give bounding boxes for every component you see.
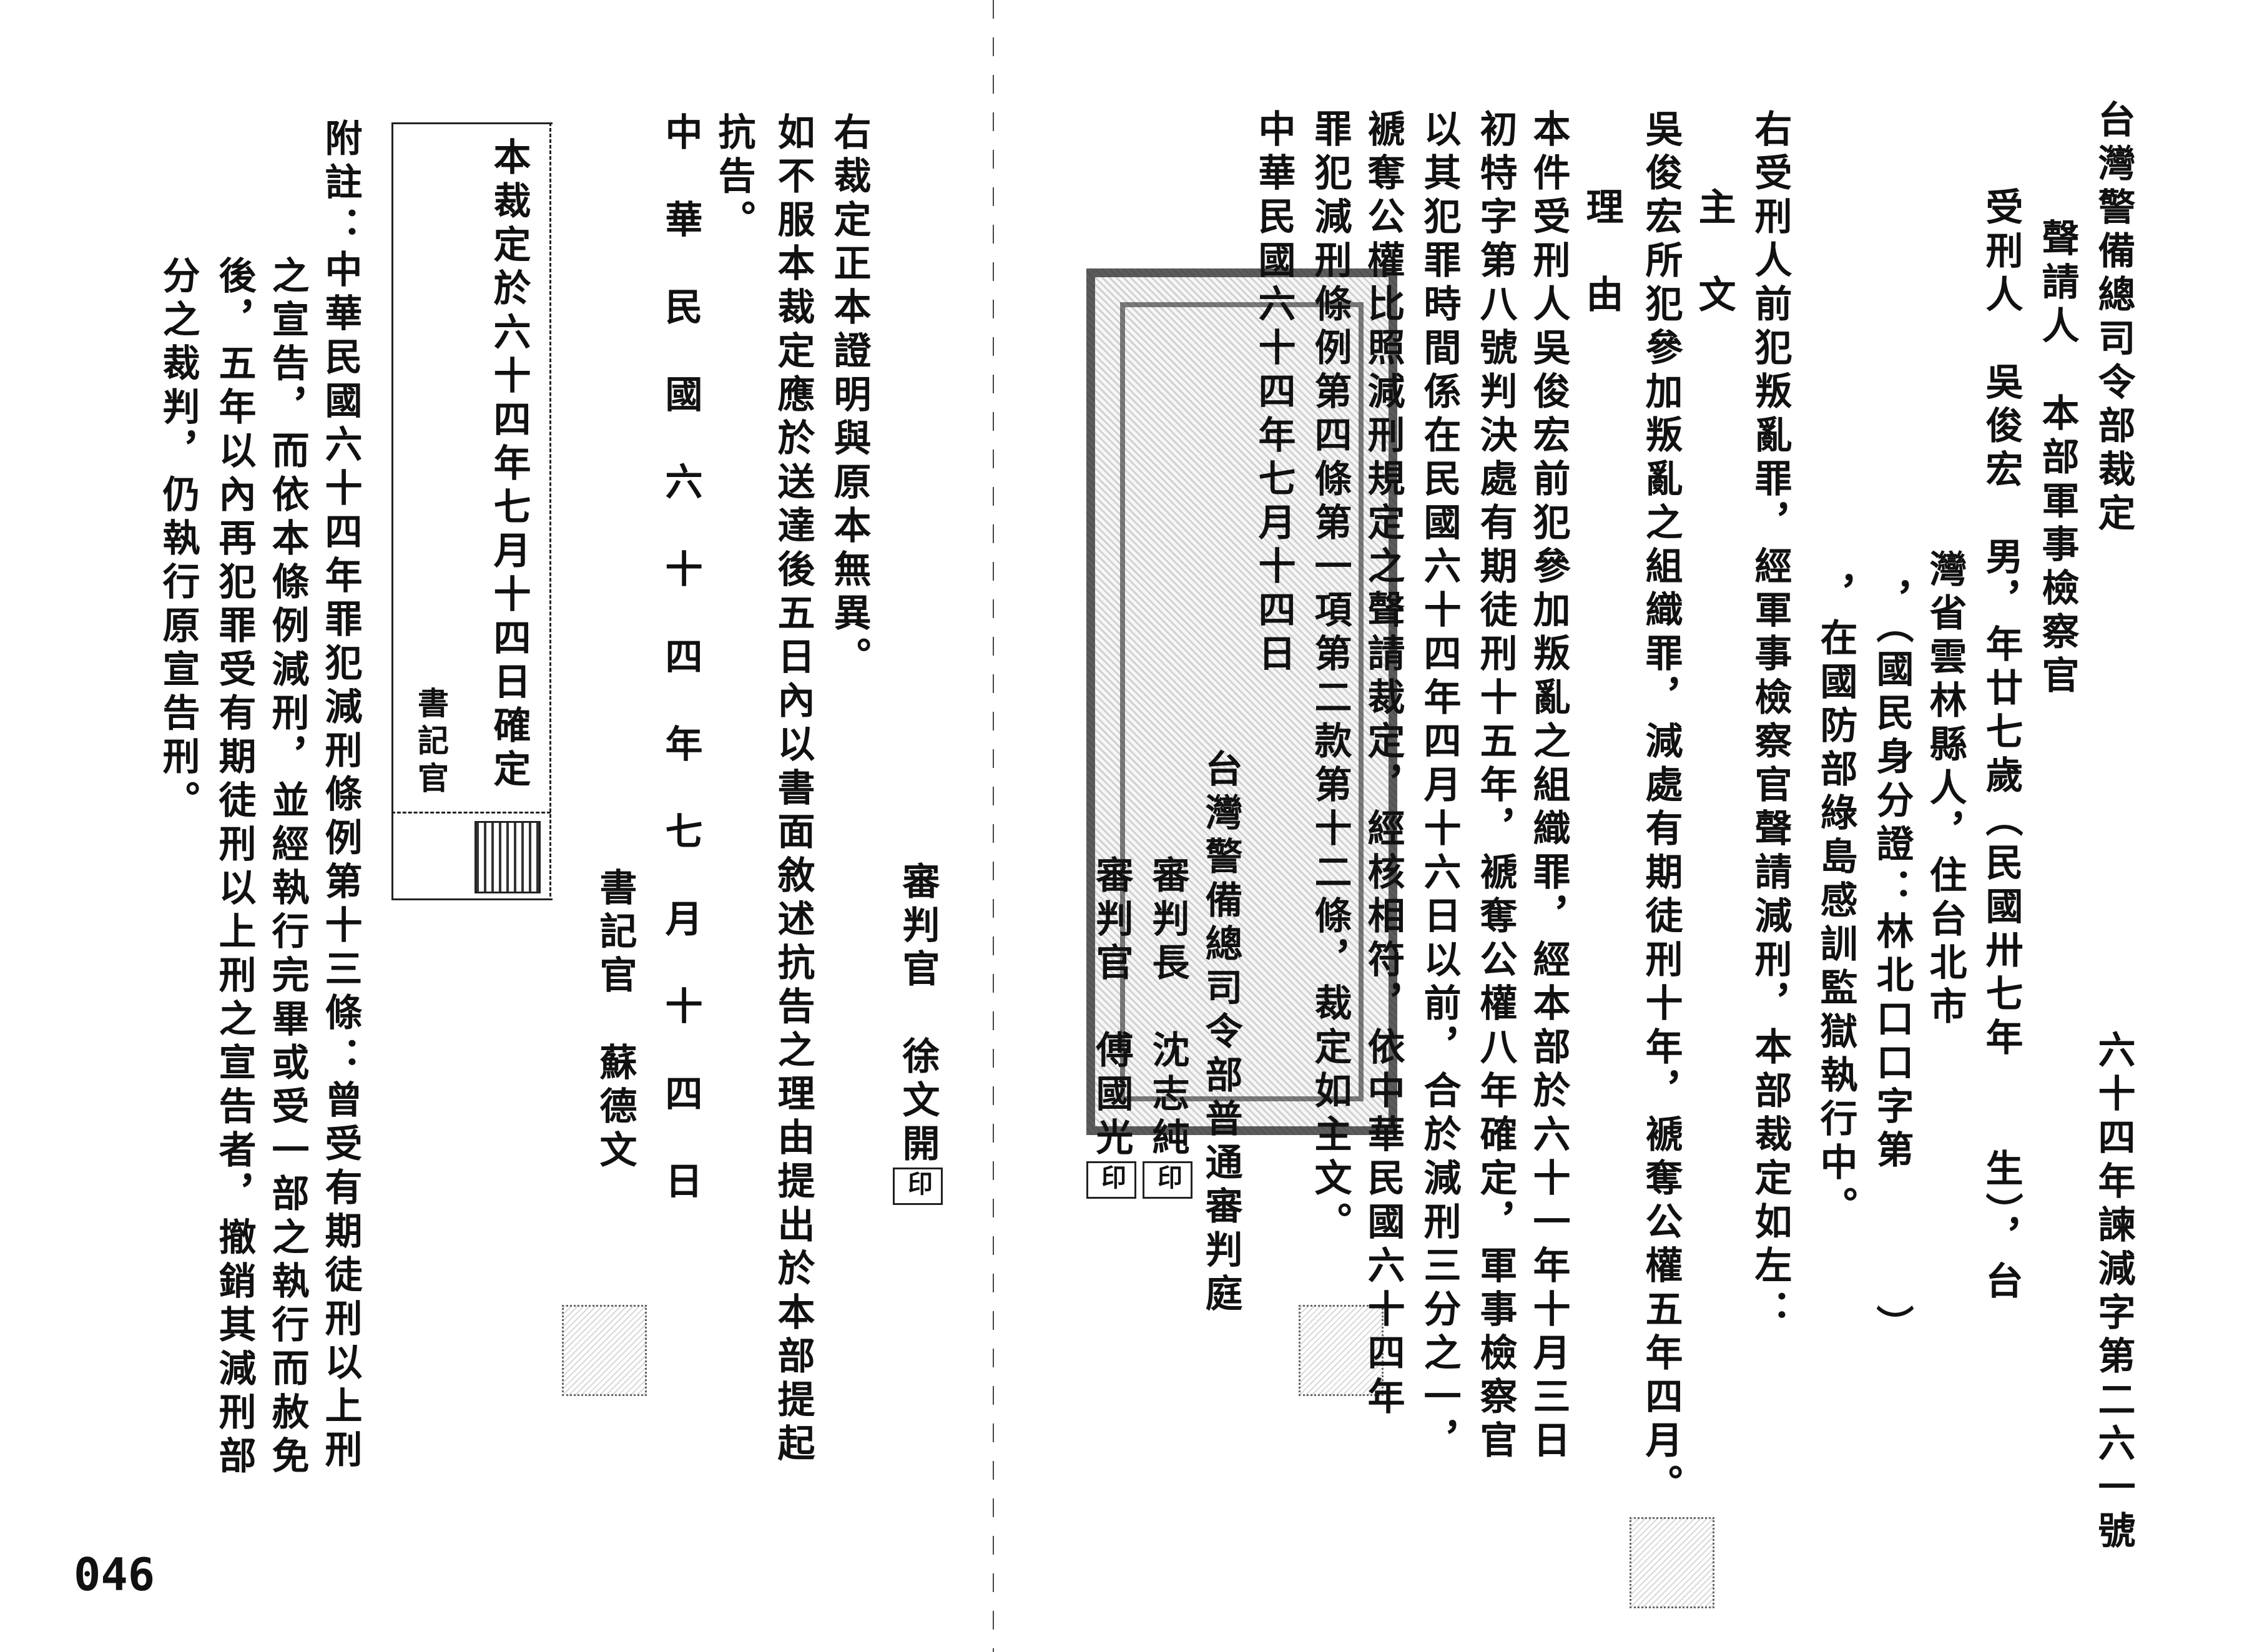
page-number: 046 — [74, 1548, 155, 1601]
appeal-line: 抗告。 — [712, 112, 755, 243]
judge: 審判官 傅國光印 — [1086, 855, 1136, 1199]
note-line: 分之裁判，仍執行原宣告刑。 — [156, 256, 200, 824]
defendant-line: 受刑人 吳俊宏 男，年廿七歲（民國卅七年 生），台 — [1979, 187, 2023, 1305]
left-judge: 審判官 徐文開印 — [893, 862, 943, 1205]
page-fold — [993, 0, 994, 1652]
finality-box — [391, 122, 553, 900]
reason-line: 以其犯罪時間係在民國六十四年四月十六日以前，合於減刑三分之一， — [1417, 109, 1461, 1464]
applicant: 聲請人 本部軍事檢察官 — [2035, 219, 2079, 699]
appeal-line: 如不服本裁定應於送達後五日內以書面敘述抗告之理由提出於本部提起 — [771, 112, 815, 1467]
finality-text: 本裁定於六十四年七月十四日確定 — [487, 137, 531, 793]
small-seal — [562, 1305, 647, 1396]
clerk-seal — [475, 821, 541, 893]
document-title: 台灣警備總司令部裁定 — [2092, 100, 2135, 537]
small-seal — [1299, 1305, 1384, 1396]
left-date: 中華民國六十四年七月十四日 — [659, 112, 702, 1249]
seal-mark: 印 — [1086, 1161, 1136, 1199]
court-name: 台灣警備總司令部普通審判庭 — [1199, 749, 1242, 1317]
presiding-judge: 審判長 沈志純印 — [1143, 855, 1192, 1199]
left-clerk: 書記官 蘇德文 — [593, 868, 637, 1174]
reason-line: 本件受刑人吳俊宏前犯參加叛亂之組織罪，經本部於六十一年十月三日 — [1527, 109, 1570, 1464]
decision-date: 中華民國六十四年七月十四日 — [1252, 109, 1296, 677]
defendant-line: ，在國防部綠島感訓監獄執行中。 — [1814, 574, 1857, 1230]
reason-heading: 理 由 — [1580, 187, 1623, 318]
defendant-line: ，（國民身分證：林北口口字第 ） — [1870, 581, 1914, 1349]
case-number: 六十四年諫減字第二六一號 — [2092, 1030, 2135, 1555]
box-clerk: 書記官 — [413, 687, 450, 799]
seal-mark: 印 — [1143, 1161, 1192, 1199]
note-line: 後，五年以內再犯罪受有期徒刑以上刑之宣告者，撤銷其減刑部 — [212, 256, 256, 1480]
reason-line: 罪犯減刑條例第四條第一項第二款第十二條，裁定如主文。 — [1308, 109, 1352, 1246]
reason-line: 初特字第八號判決處有期徒刑十五年，褫奪公權八年確定，軍事檢察官 — [1473, 109, 1517, 1464]
reason-line: 褫奪公權比照減刑規定之聲請裁定，經核相符，依中華民國六十四年 — [1361, 109, 1405, 1420]
note-line: 之宣告，而依本條例減刑，並經執行完畢或受一部之執行而赦免 — [265, 256, 309, 1480]
certify-text: 右裁定正本證明與原本無異。 — [827, 112, 871, 681]
official-seal — [1086, 268, 1397, 1135]
seal-mark: 印 — [893, 1168, 943, 1205]
note-line: 附註：中華民國六十四年罪犯減刑條例第十三條：曾受有期徒刑以上刑 — [318, 119, 362, 1473]
defendant-line: 灣省雲林縣人，住台北市 — [1923, 549, 1967, 1030]
small-seal — [1630, 1517, 1714, 1608]
intro-text: 右受刑人前犯叛亂罪，經軍事檢察官聲請減刑，本部裁定如左： — [1748, 109, 1792, 1333]
main-heading: 主 文 — [1692, 187, 1736, 318]
main-text: 吳俊宏所犯參加叛亂之組織罪，減處有期徒刑十年，褫奪公權五年四月。 — [1639, 109, 1683, 1508]
